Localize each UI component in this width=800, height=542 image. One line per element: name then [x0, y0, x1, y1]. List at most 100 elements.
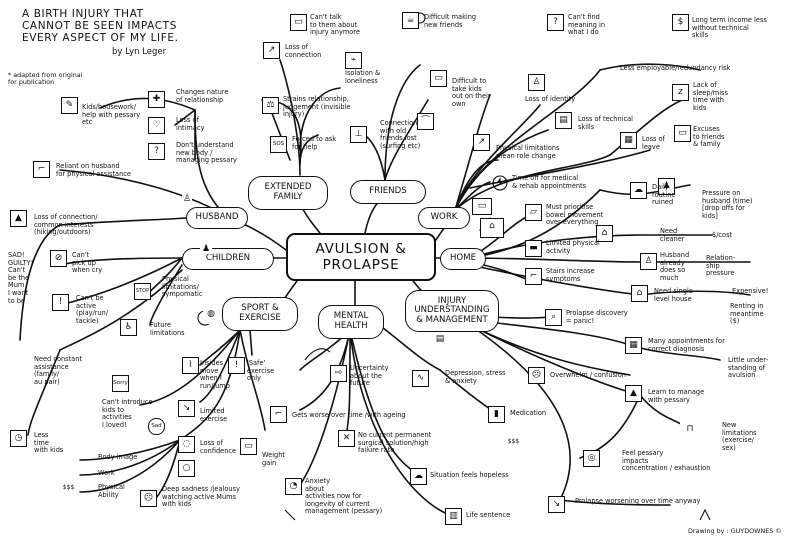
- node-text: Many appointments for: [648, 337, 725, 345]
- sad-label: Sad: [151, 423, 162, 429]
- branch-home: HOME: [440, 248, 486, 270]
- diagonal-arrow-icon: ↗: [263, 42, 280, 59]
- scales-icon: ⚖: [262, 97, 279, 114]
- node-text: Need single: [654, 287, 693, 295]
- node-text: Loss of: [200, 439, 223, 447]
- solitary-figure-icon: ⌁: [345, 52, 362, 69]
- byline: by Lyn Leger: [112, 47, 167, 57]
- dollars-label: $$$: [62, 484, 75, 491]
- arrow-right-icon: ⇨: [330, 365, 347, 382]
- node-text: sympomatic: [162, 290, 203, 299]
- node-text: [drop offs for: [702, 204, 745, 213]
- node-text: Husband: [660, 251, 690, 259]
- node-text: be the: [8, 273, 30, 282]
- node-text: loneliness: [345, 76, 378, 85]
- pessary-icon: ◎: [583, 450, 600, 467]
- node-text: correct diagnosis: [648, 344, 705, 353]
- drawing-credit: Drawing by : GUYDOWNES ©: [688, 527, 782, 535]
- node-text: future: [350, 379, 370, 388]
- node-text: Situation feels hopeless: [430, 471, 509, 479]
- laptop-icon: ▭: [472, 198, 492, 215]
- dollars-label: $$$: [507, 438, 520, 445]
- node-text: SAD!: [8, 251, 25, 259]
- node-text: gain: [262, 458, 277, 467]
- node-text: what I do: [568, 28, 599, 37]
- central-line-2: PROLAPSE: [322, 257, 400, 273]
- node-text: Loss of: [642, 135, 665, 143]
- node-text: Mum: [8, 281, 25, 290]
- no-exercise-bench-icon: ⊓: [680, 422, 700, 439]
- node-text: Kids/housework/: [82, 103, 137, 111]
- node-text: & rehab appointments: [512, 181, 587, 190]
- node-text: pressure: [706, 269, 735, 278]
- node-text: limitations/: [162, 282, 199, 291]
- node-text: Can't: [72, 251, 90, 259]
- node-text: ($): [730, 317, 740, 326]
- node-text: Future: [150, 321, 171, 329]
- node-text: Anxiety: [305, 477, 330, 485]
- node-text: (hiking/outdoors): [34, 228, 91, 237]
- prison-bars-icon: ▥: [445, 508, 462, 525]
- node-text: Strains relationship,: [283, 95, 349, 103]
- node-text: Can't: [8, 266, 26, 275]
- node-text: Difficult to: [452, 77, 487, 85]
- puzzle-piece-icon: ✚: [148, 91, 165, 108]
- node-text: Difficult making: [424, 13, 477, 21]
- node-loss-of-identity: Loss of identity: [525, 95, 575, 104]
- node-text: injury anymore: [310, 28, 360, 37]
- adapted-line-2: for publication: [8, 78, 55, 87]
- node-text: Changes nature: [176, 88, 229, 96]
- node-text: Prolapse worsening over time anyway: [575, 497, 701, 505]
- node-text: Renting in: [730, 302, 764, 310]
- husband-figure-icon: ♙: [182, 192, 192, 206]
- title-line-1: A BIRTH INJURY THAT: [22, 8, 144, 20]
- trend-down-icon: ↘: [178, 400, 195, 417]
- node-text: move: [200, 366, 219, 375]
- node-text: standing of: [728, 363, 766, 372]
- node-text: etc: [82, 118, 93, 127]
- node-text: GUILTY!: [8, 258, 34, 267]
- node-text: common interests: [34, 220, 94, 229]
- node-text: already: [660, 258, 685, 267]
- node-text: intimacy: [176, 123, 205, 132]
- node-text: Long term income less: [692, 16, 767, 24]
- car-icon: ▭: [430, 70, 447, 87]
- node-text: Can't be: [76, 294, 104, 302]
- node-text: limitations: [722, 428, 757, 437]
- node-text: ship: [706, 261, 720, 270]
- node-time-off-medical: Time off for medical& rehab appointments: [512, 174, 587, 190]
- single-level-house-icon: ⌂: [631, 285, 648, 302]
- node-text: impacts: [622, 456, 649, 465]
- branch-label: FAMILY: [273, 192, 303, 202]
- node-text: New: [722, 421, 737, 429]
- page-title: A BIRTH INJURY THAT CANNOT BE SEEN IMPAC…: [22, 8, 179, 44]
- node-text: skills: [692, 31, 709, 40]
- question-mark-icon: ?: [148, 143, 165, 160]
- sleeping-zzz-icon: z: [672, 84, 689, 101]
- adapted-note: * adapted from original for publication: [8, 71, 83, 87]
- branch-children: CHILDREN: [182, 248, 274, 270]
- node-text: longevity of current: [305, 499, 370, 508]
- node-less-employable: Less employable/redundancy risk: [620, 64, 730, 73]
- branch-friends: FRIENDS: [350, 180, 426, 204]
- branch-sport-exercise: SPORT &EXERCISE: [222, 297, 298, 331]
- node-text: Forced to ask: [292, 135, 337, 143]
- node-text: Need: [660, 227, 678, 235]
- node-text: Physical limitations: [496, 144, 560, 152]
- node-text: Body image: [98, 453, 138, 461]
- no-pickup-icon: ⊘: [50, 250, 67, 267]
- node-text: new body /: [176, 148, 213, 157]
